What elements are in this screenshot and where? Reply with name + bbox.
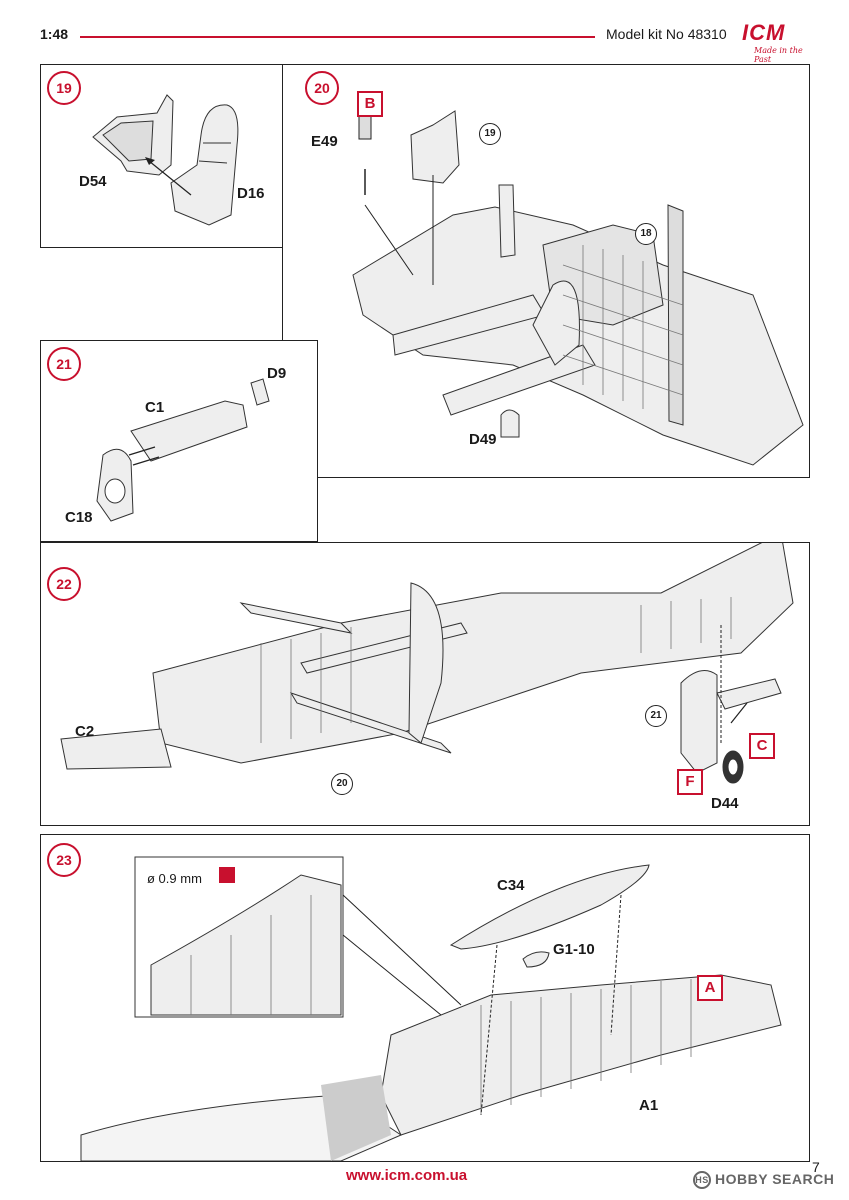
step-20-badge: 20 <box>305 71 339 105</box>
step-19-panel: 19 D54 D16 <box>40 64 284 248</box>
lower-fuselage-illustration <box>80 856 782 1161</box>
step-ref-18: 18 <box>635 223 657 245</box>
icm-logo: ICM Made in the Past <box>742 20 803 64</box>
watermark-text: HOBBY SEARCH <box>715 1171 835 1187</box>
step-ref-19: 19 <box>479 123 501 145</box>
part-label: C2 <box>75 723 95 740</box>
watermark-mark: HS <box>693 1171 711 1190</box>
part-label: D16 <box>237 185 265 202</box>
scale-label: 1:48 <box>40 26 69 42</box>
header-rule <box>80 36 595 38</box>
step-ref-21: 21 <box>645 705 667 727</box>
part-label: D9 <box>267 365 287 382</box>
footer-url[interactable]: www.icm.com.ua <box>346 1167 468 1184</box>
part-label: D49 <box>469 431 497 448</box>
step-ref-20: 20 <box>331 773 353 795</box>
step-19-badge: 19 <box>47 71 81 105</box>
part-label: D44 <box>711 795 739 812</box>
kit-number: Model kit No 48310 <box>606 26 727 42</box>
step-21-panel: 21 D9 C1 C18 <box>40 340 318 542</box>
part-label: E49 <box>311 133 338 150</box>
step-21-badge: 21 <box>47 347 81 381</box>
part-label: D54 <box>79 173 107 190</box>
step-20-panel: 20 B E49 19 18 D49 <box>282 64 810 478</box>
page-number: 7 <box>812 1159 820 1175</box>
part-label: C34 <box>497 877 525 894</box>
part-label: C1 <box>145 399 165 416</box>
tail-gear-illustration <box>96 378 270 522</box>
drill-size: ø 0.9 mm <box>147 871 202 886</box>
callout-a: A <box>697 975 723 1001</box>
part-label: G1-10 <box>553 941 595 958</box>
seat-illustration <box>92 94 239 226</box>
callout-c: C <box>749 733 775 759</box>
step-22-panel: 22 C2 21 20 C F D44 <box>40 542 810 826</box>
callout-b: B <box>357 91 383 117</box>
cockpit-illustration <box>352 110 804 466</box>
step-23-badge: 23 <box>47 843 81 877</box>
part-label: A1 <box>639 1097 659 1114</box>
fuselage-illustration <box>60 543 794 784</box>
step-23-panel: 23 ø 0.9 mm C34 G1-10 A A1 <box>40 834 810 1162</box>
step-22-badge: 22 <box>47 567 81 601</box>
part-label: C18 <box>65 509 93 526</box>
callout-f: F <box>677 769 703 795</box>
